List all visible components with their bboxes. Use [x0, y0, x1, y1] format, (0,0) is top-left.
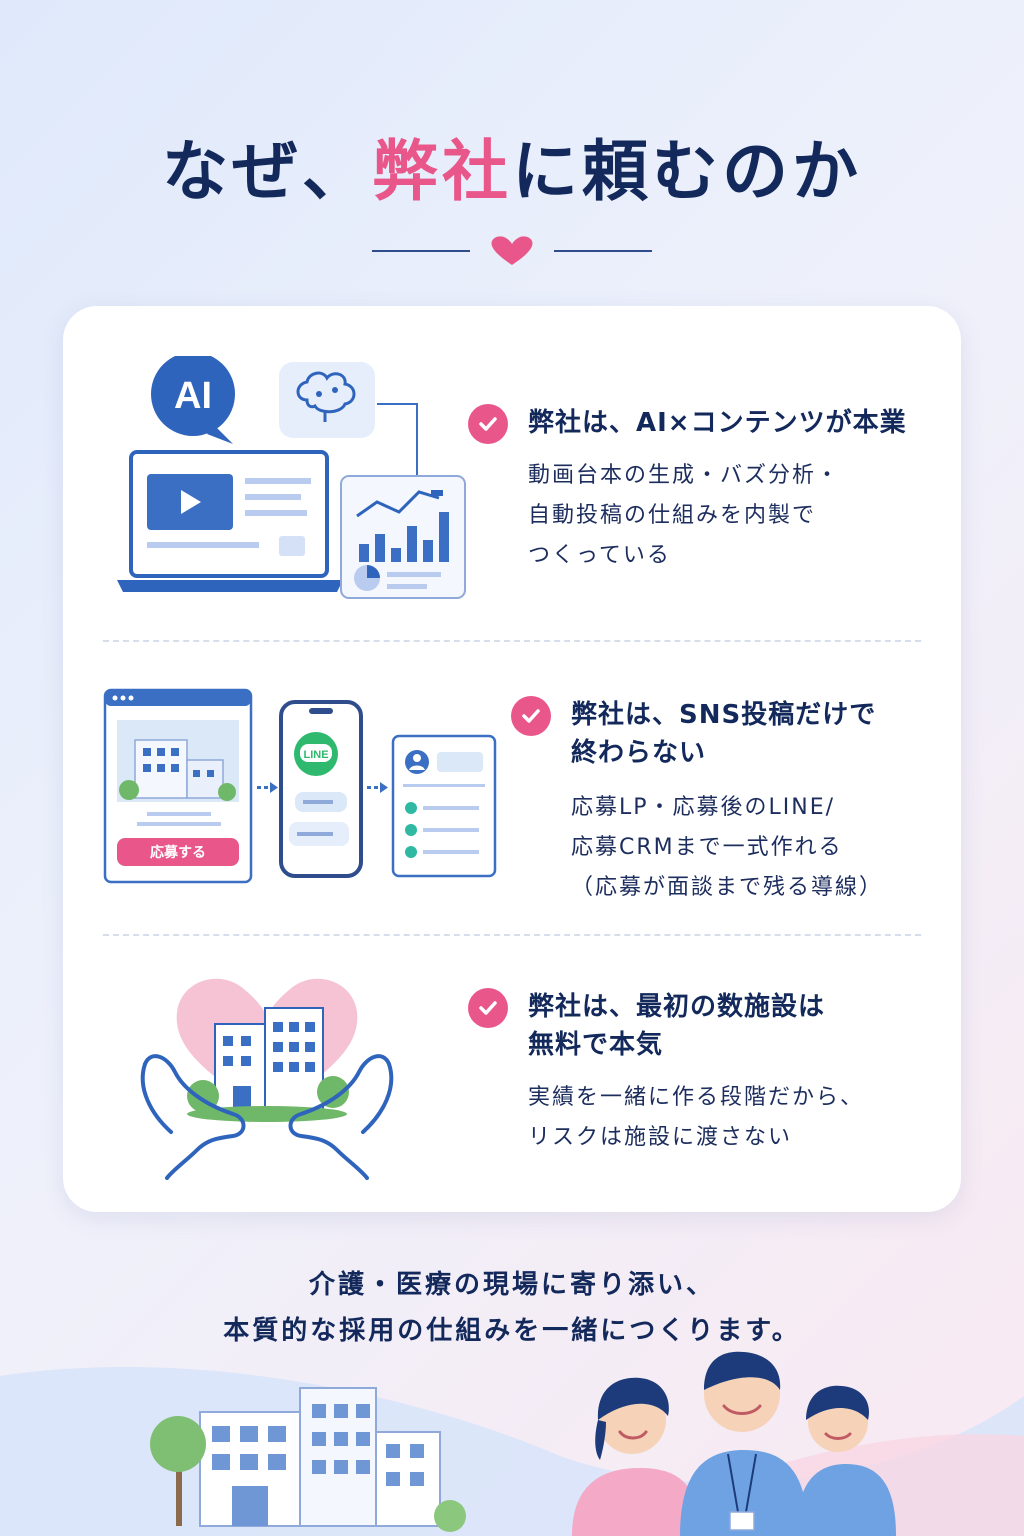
feature-1-body: 動画台本の生成・バズ分析・ 自動投稿の仕組みを内製で つくっている: [528, 456, 840, 576]
title-divider: [372, 236, 652, 265]
feature-1: 弊社は、AI×コンテンツが本業 動画台本の生成・バズ分析・ 自動投稿の仕組みを内…: [468, 404, 938, 604]
title-prefix: なぜ、: [162, 133, 372, 210]
heart-hands-icon: [140, 978, 394, 1180]
apply-button-label: 応募する: [150, 844, 206, 861]
feature-2-body-line: （応募が面談まで残る導線）: [571, 875, 884, 900]
feature-2-body: 応募LP・応募後のLINE/ 応募CRMまで一式作れる （応募が面談まで残る導線…: [571, 788, 883, 908]
line-icon: LINE: [294, 732, 338, 776]
ai-bubble-icon: AI: [151, 356, 235, 444]
feature-1-body-line: 自動投稿の仕組みを内製で: [528, 503, 817, 528]
feature-2-heading: 弊社は、SNS投稿だけで 終わらない: [571, 696, 876, 772]
feature-3: 弊社は、最初の数施設は 無料で本気 実績を一緒に作る段階だから、 リスクは施設に…: [468, 988, 938, 1178]
check-icon: [468, 404, 508, 444]
browser-icon: 応募する: [103, 688, 253, 884]
brain-icon: [279, 362, 375, 438]
building-icon: [119, 739, 236, 801]
feature-1-heading: 弊社は、AI×コンテンツが本業: [528, 408, 907, 438]
title-suffix: に頼むのか: [512, 133, 862, 210]
feature-3-body-line: 実績を一緒に作る段階だから、: [528, 1085, 865, 1110]
recruit-flow-illustration: 応募する LINE: [103, 688, 497, 884]
tagline-line: 介護・医療の現場に寄り添い、: [308, 1270, 715, 1300]
check-icon: [468, 988, 508, 1028]
bottom-scene: [0, 1351, 1024, 1536]
feature-2-heading-line: 終わらない: [571, 738, 707, 768]
feature-3-body: 実績を一緒に作る段階だから、 リスクは施設に渡さない: [528, 1078, 864, 1158]
phone-icon: LINE: [279, 700, 363, 878]
feature-3-heading: 弊社は、最初の数施設は 無料で本気: [528, 988, 825, 1064]
check-icon: [511, 696, 551, 736]
feature-3-heading-line: 弊社は、最初の数施設は: [528, 992, 826, 1022]
feature-2-body-line: 応募CRMまで一式作れる: [571, 835, 843, 860]
tagline-line: 本質的な採用の仕組みを一緒につくります。: [223, 1316, 801, 1346]
title-accent: 弊社: [372, 133, 512, 210]
feature-2: 弊社は、SNS投稿だけで 終わらない 応募LP・応募後のLINE/ 応募CRMま…: [511, 696, 941, 906]
feature-2-body-line: 応募LP・応募後のLINE/: [571, 795, 836, 820]
tagline: 介護・医療の現場に寄り添い、 本質的な採用の仕組みを一緒につくります。: [0, 1262, 1024, 1354]
line-badge-label: LINE: [303, 749, 328, 761]
feature-1-body-line: 動画台本の生成・バズ分析・: [528, 463, 841, 488]
section-separator: [103, 640, 921, 642]
ai-bubble-label: AI: [174, 375, 212, 417]
feature-2-heading-line: 弊社は、SNS投稿だけで: [571, 700, 877, 730]
feature-3-heading-line: 無料で本気: [528, 1030, 664, 1060]
features-card: AI: [63, 306, 961, 1212]
laptop-icon: [117, 450, 343, 592]
feature-1-body-line: つくっている: [528, 543, 671, 568]
heart-hands-illustration: [140, 978, 394, 1180]
feature-3-body-line: リスクは施設に渡さない: [528, 1125, 793, 1150]
building-icon: [187, 1007, 349, 1122]
chart-icon: [340, 475, 466, 599]
building-icon: [199, 1387, 441, 1527]
profile-card-icon: [391, 734, 497, 878]
heart-icon: [491, 236, 533, 265]
page-title: なぜ、弊社に頼むのか: [0, 118, 1024, 214]
ai-content-illustration: AI: [117, 356, 466, 599]
section-separator: [103, 934, 921, 936]
staff-group-icon: [572, 1351, 896, 1536]
